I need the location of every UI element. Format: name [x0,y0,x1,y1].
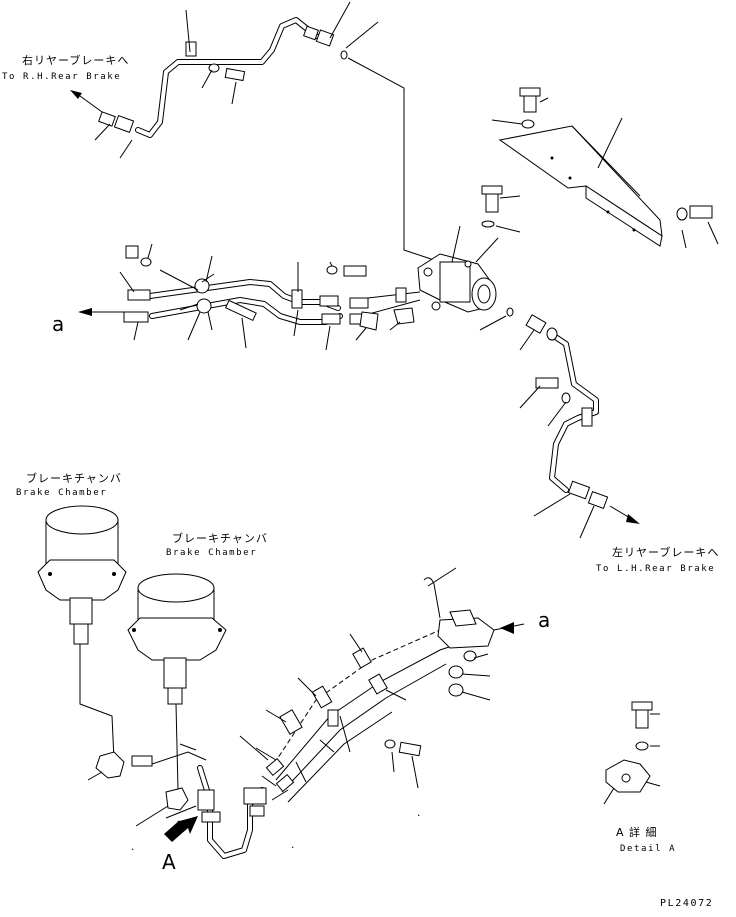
detail-a-label-jp: A 詳 細 [616,826,658,839]
brake-valve [417,225,514,331]
detail-a-parts [603,701,661,805]
rh-rear-brake-label-en: To R.H.Rear Brake [2,72,122,82]
rh-pipe-fittings [98,9,348,134]
dot-mark: . [416,809,421,819]
brake-chamber-right-label-en: Brake Chamber [166,548,258,558]
valve-pipes [147,279,421,325]
dot-mark: . [290,841,295,851]
valve-leader-lines [78,243,401,351]
lh-rear-brake-pipe [519,314,640,539]
rh-leader-lines [94,1,441,263]
lh-rear-brake-label-en: To L.H.Rear Brake [596,564,716,574]
rh-arrow [70,90,103,113]
ref-a-label-bottom: a [538,608,551,632]
drawing-number: PL24072 [660,898,714,909]
view-a-arrow [164,816,198,842]
long-pipes [265,621,471,803]
rh-rear-brake-pipe [135,17,319,138]
rh-rear-brake-label-jp: 右リヤーブレーキへ [22,54,130,67]
detail-a-label-en: Detail A [620,844,677,854]
brake-chamber-left-label-en: Brake Chamber [16,488,108,498]
brake-chamber-right [127,573,227,811]
detail-a-top-parts [423,577,525,697]
valve-pipe-fittings [123,245,415,331]
dot-mark: . [130,843,135,853]
bracket-plate [481,87,719,249]
lh-rear-brake-label-jp: 左リヤーブレーキへ [612,546,720,559]
brake-chamber-left-label-jp: ブレーキチャンバ [26,472,122,485]
ref-a-label-top: a [52,312,65,336]
view-a-label: A [162,850,176,874]
brake-chamber-left [37,505,153,781]
brake-chamber-right-label-jp: ブレーキチャンバ [172,532,268,545]
chamber-pipes [151,743,267,859]
bottom-leader-lines [135,567,491,827]
